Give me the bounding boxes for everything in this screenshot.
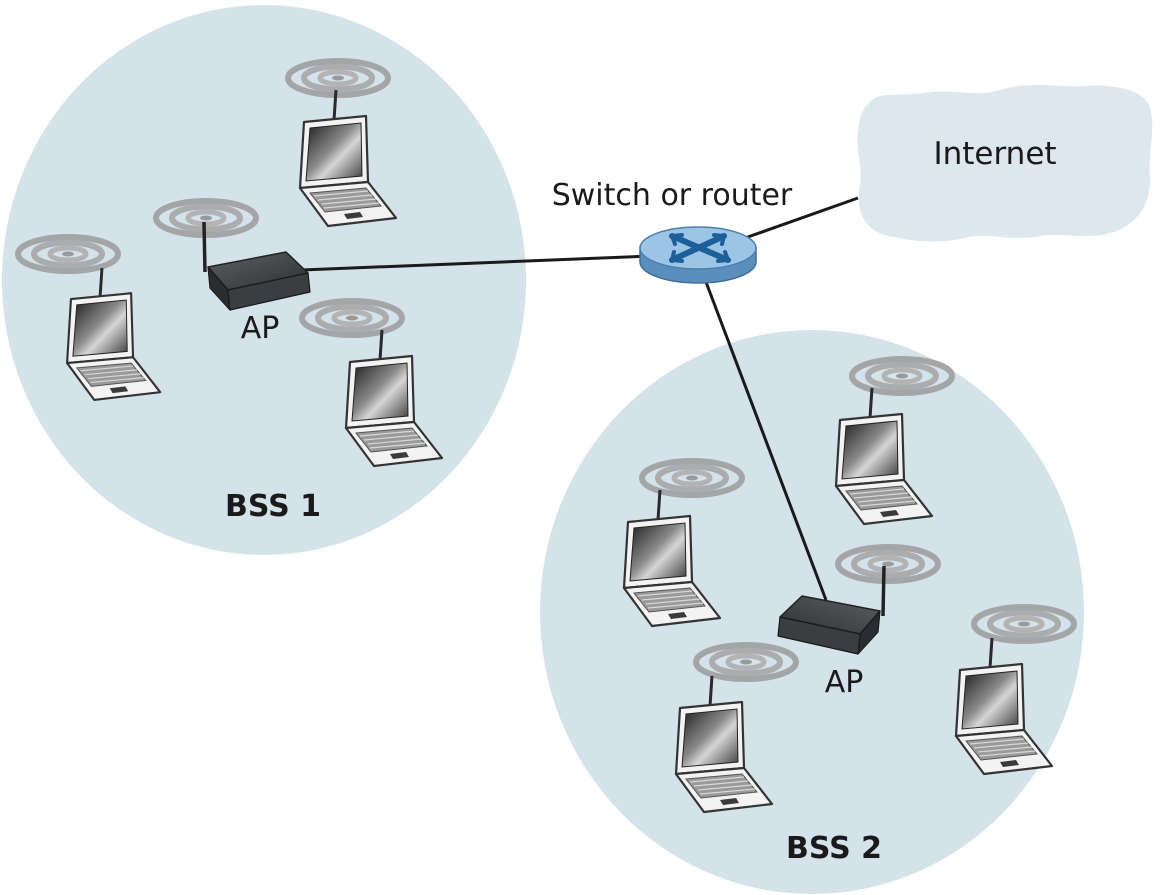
bss2-label: BSS 2: [786, 831, 882, 866]
bss1-ap-waves: [156, 201, 256, 235]
ap1-label: AP: [241, 311, 280, 346]
link-router-internet: [744, 196, 859, 240]
ap2-label: AP: [825, 665, 864, 700]
link-ap1-router: [301, 254, 653, 272]
router-icon: [639, 226, 757, 284]
bss1-label: BSS 1: [225, 489, 321, 524]
bss2-ap-waves: [838, 547, 938, 581]
switch-router-label: Switch or router: [552, 178, 793, 213]
link-router-ap2: [704, 281, 828, 601]
internet-label: Internet: [933, 136, 1056, 172]
cloud-icon: [857, 84, 1153, 242]
